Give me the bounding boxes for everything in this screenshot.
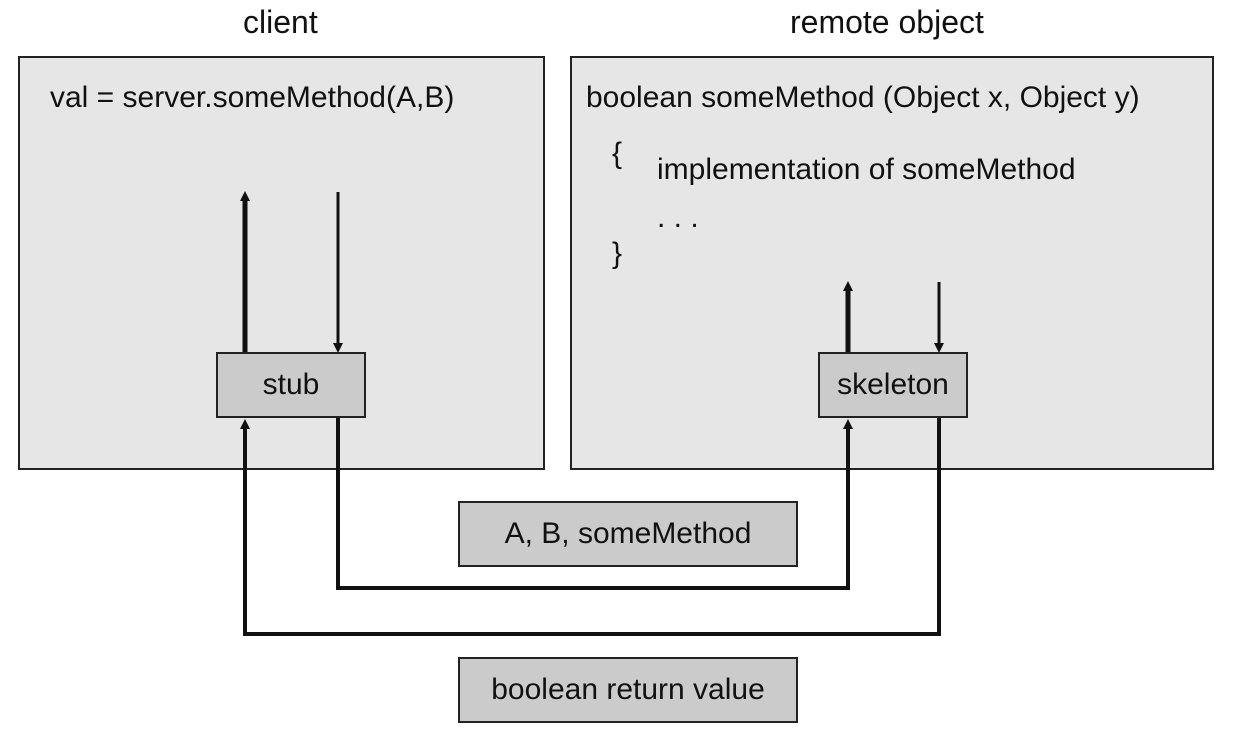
stub-label: stub <box>262 368 320 401</box>
response-message-box: boolean return value <box>458 657 798 723</box>
open-brace: { <box>612 137 623 170</box>
client-call-code: val = server.someMethod(A,B) <box>50 81 455 114</box>
client-heading: client <box>243 4 318 40</box>
close-brace: } <box>612 237 623 270</box>
response-path-arrow <box>240 418 941 636</box>
stub-box: stub <box>216 352 366 418</box>
request-message-box: A, B, someMethod <box>458 501 798 567</box>
method-signature: boolean someMethod (Object x, Object y) <box>586 81 1140 114</box>
ellipsis: . . . <box>657 201 699 234</box>
remote-object-heading: remote object <box>790 4 984 40</box>
request-message-label: A, B, someMethod <box>504 517 752 550</box>
skeleton-label: skeleton <box>837 368 949 401</box>
response-message-label: boolean return value <box>491 673 765 706</box>
request-path-arrow <box>336 418 853 590</box>
skeleton-box: skeleton <box>818 352 968 418</box>
implementation-text: implementation of someMethod <box>657 153 1076 186</box>
